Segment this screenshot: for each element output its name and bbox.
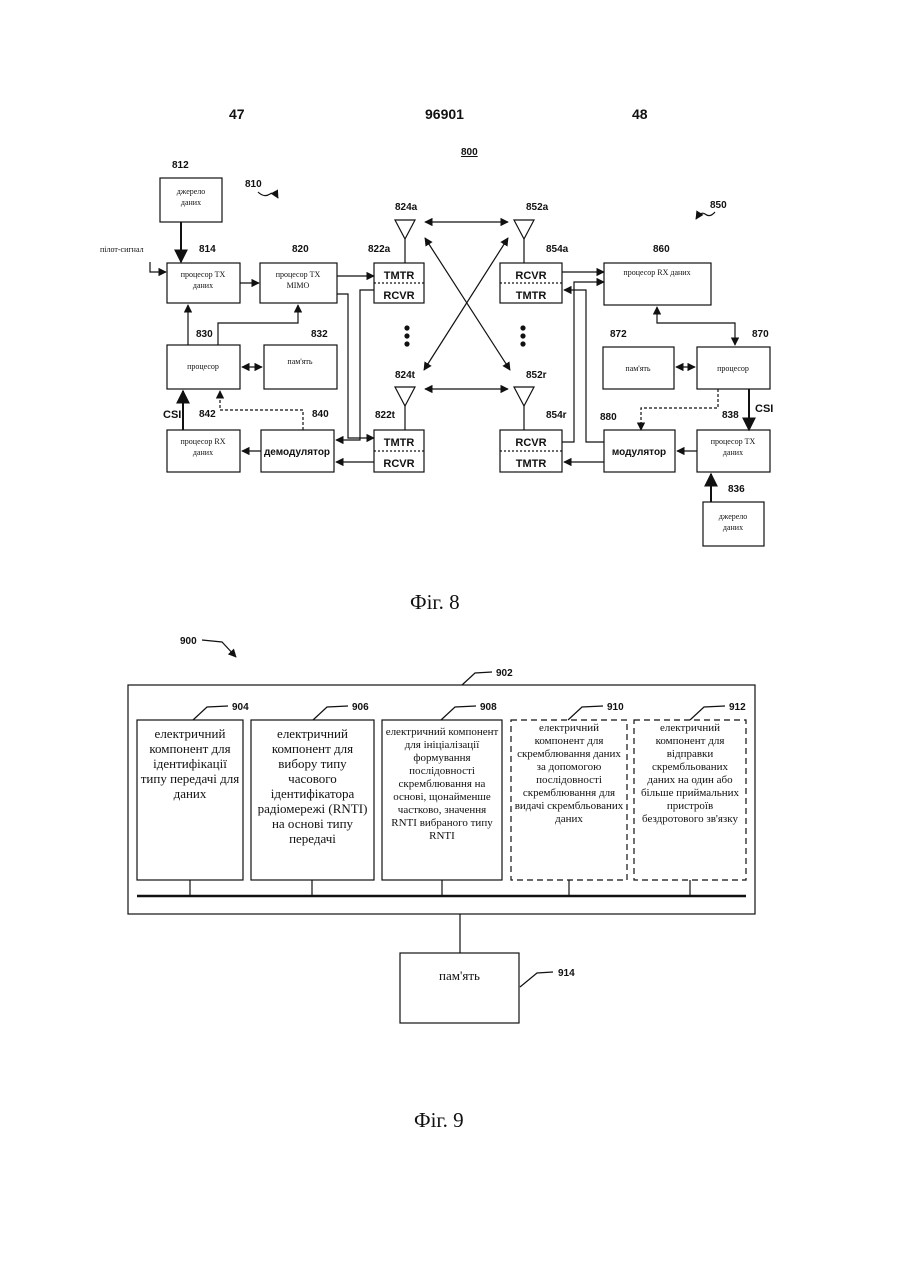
- ref-824a: 824a: [395, 202, 418, 213]
- ref-814: 814: [199, 244, 216, 255]
- rx-data-processor-842-line1: процесор RX: [181, 437, 226, 446]
- tmtr-854a: TMTR: [516, 290, 547, 302]
- ref-810: 810: [245, 179, 262, 190]
- fig8-diagram: 800 810 850 812 джерело даних пілот-сигн…: [100, 147, 773, 546]
- data-source-836-line1: джерело: [719, 512, 748, 521]
- tx-data-processor-838-line1: процесор TX: [711, 437, 756, 446]
- ref-822t: 822t: [375, 410, 396, 421]
- rx-data-processor-860-label: процесор RX даних: [623, 268, 690, 277]
- ref-832: 832: [311, 329, 328, 340]
- memory-832-label: пам'ять: [287, 357, 313, 366]
- processor-870-label: процесор: [717, 364, 749, 373]
- ref-854r: 854r: [546, 410, 567, 421]
- rcvr-854r: RCVR: [515, 437, 546, 449]
- ref-820: 820: [292, 244, 309, 255]
- ref-824t: 824t: [395, 370, 416, 381]
- processor-830-label: процесор: [187, 362, 219, 371]
- antenna-824t: [395, 387, 415, 406]
- ref-872: 872: [610, 329, 627, 340]
- csi-label-left: CSI: [163, 409, 181, 421]
- tmtr-822t: TMTR: [384, 437, 415, 449]
- data-source-812-line1: джерело: [177, 187, 206, 196]
- antenna-824a: [395, 220, 415, 239]
- ref-870: 870: [752, 329, 769, 340]
- tx-mimo-processor-820-line2: MIMO: [287, 281, 310, 290]
- ref-840: 840: [312, 409, 329, 420]
- data-source-836-line2: даних: [723, 523, 743, 532]
- fig9-caption: Фіг. 9: [414, 1108, 464, 1133]
- pilot-signal-label: пілот-сигнал: [100, 245, 144, 254]
- data-source-812-line2: даних: [181, 198, 201, 207]
- memory-914-box: [400, 953, 519, 1023]
- ref-906: 906: [352, 702, 369, 713]
- ref-914: 914: [558, 968, 575, 979]
- ref-812: 812: [172, 160, 189, 171]
- ref-910: 910: [607, 702, 624, 713]
- memory-914-text: пам'ять: [400, 968, 519, 983]
- ref-912: 912: [729, 702, 746, 713]
- ref-800: 800: [461, 147, 478, 158]
- tx-data-processor-814-line1: процесор TX: [181, 270, 226, 279]
- modulator-880-label: модулятор: [612, 447, 666, 458]
- ref-830: 830: [196, 329, 213, 340]
- tmtr-822a: TMTR: [384, 270, 415, 282]
- fig8-caption: Фіг. 8: [410, 590, 460, 615]
- rcvr-854a: RCVR: [515, 270, 546, 282]
- rx-data-processor-842-line2: даних: [193, 448, 213, 457]
- ref-852a: 852a: [526, 202, 549, 213]
- tx-data-processor-814-line2: даних: [193, 281, 213, 290]
- ref-822a: 822a: [368, 244, 391, 255]
- tx-mimo-processor-820-line1: процесор TX: [276, 270, 321, 279]
- csi-label-right: CSI: [755, 403, 773, 415]
- component-910-text: електричний компонент для скремблювання …: [514, 722, 624, 826]
- rcvr-822a: RCVR: [383, 290, 414, 302]
- ref-850: 850: [710, 200, 727, 211]
- rcvr-822t: RCVR: [383, 458, 414, 470]
- component-912-text: електричний компонент для відправки скре…: [637, 722, 743, 826]
- ref-838: 838: [722, 410, 739, 421]
- memory-832-box: [264, 345, 337, 389]
- tmtr-854r: TMTR: [516, 458, 547, 470]
- antenna-852a: [514, 220, 534, 239]
- ref-900: 900: [180, 636, 197, 647]
- ref-852r: 852r: [526, 370, 547, 381]
- antenna-852r: [514, 387, 534, 406]
- demodulator-840-label: демодулятор: [264, 447, 330, 458]
- ref-904: 904: [232, 702, 249, 713]
- ref-880: 880: [600, 412, 617, 423]
- ref-902: 902: [496, 668, 513, 679]
- ref-908: 908: [480, 702, 497, 713]
- ref-854a: 854a: [546, 244, 569, 255]
- ref-836: 836: [728, 484, 745, 495]
- memory-872-label: пам'ять: [625, 364, 651, 373]
- component-908-text: електричний компонент для ініціалізації …: [384, 726, 500, 843]
- tx-data-processor-838-line2: даних: [723, 448, 743, 457]
- component-906-text: електричний компонент для вибору типу ча…: [255, 726, 370, 846]
- ref-842: 842: [199, 409, 216, 420]
- component-904-text: електричний компонент для ідентифікації …: [140, 726, 240, 801]
- ref-860: 860: [653, 244, 670, 255]
